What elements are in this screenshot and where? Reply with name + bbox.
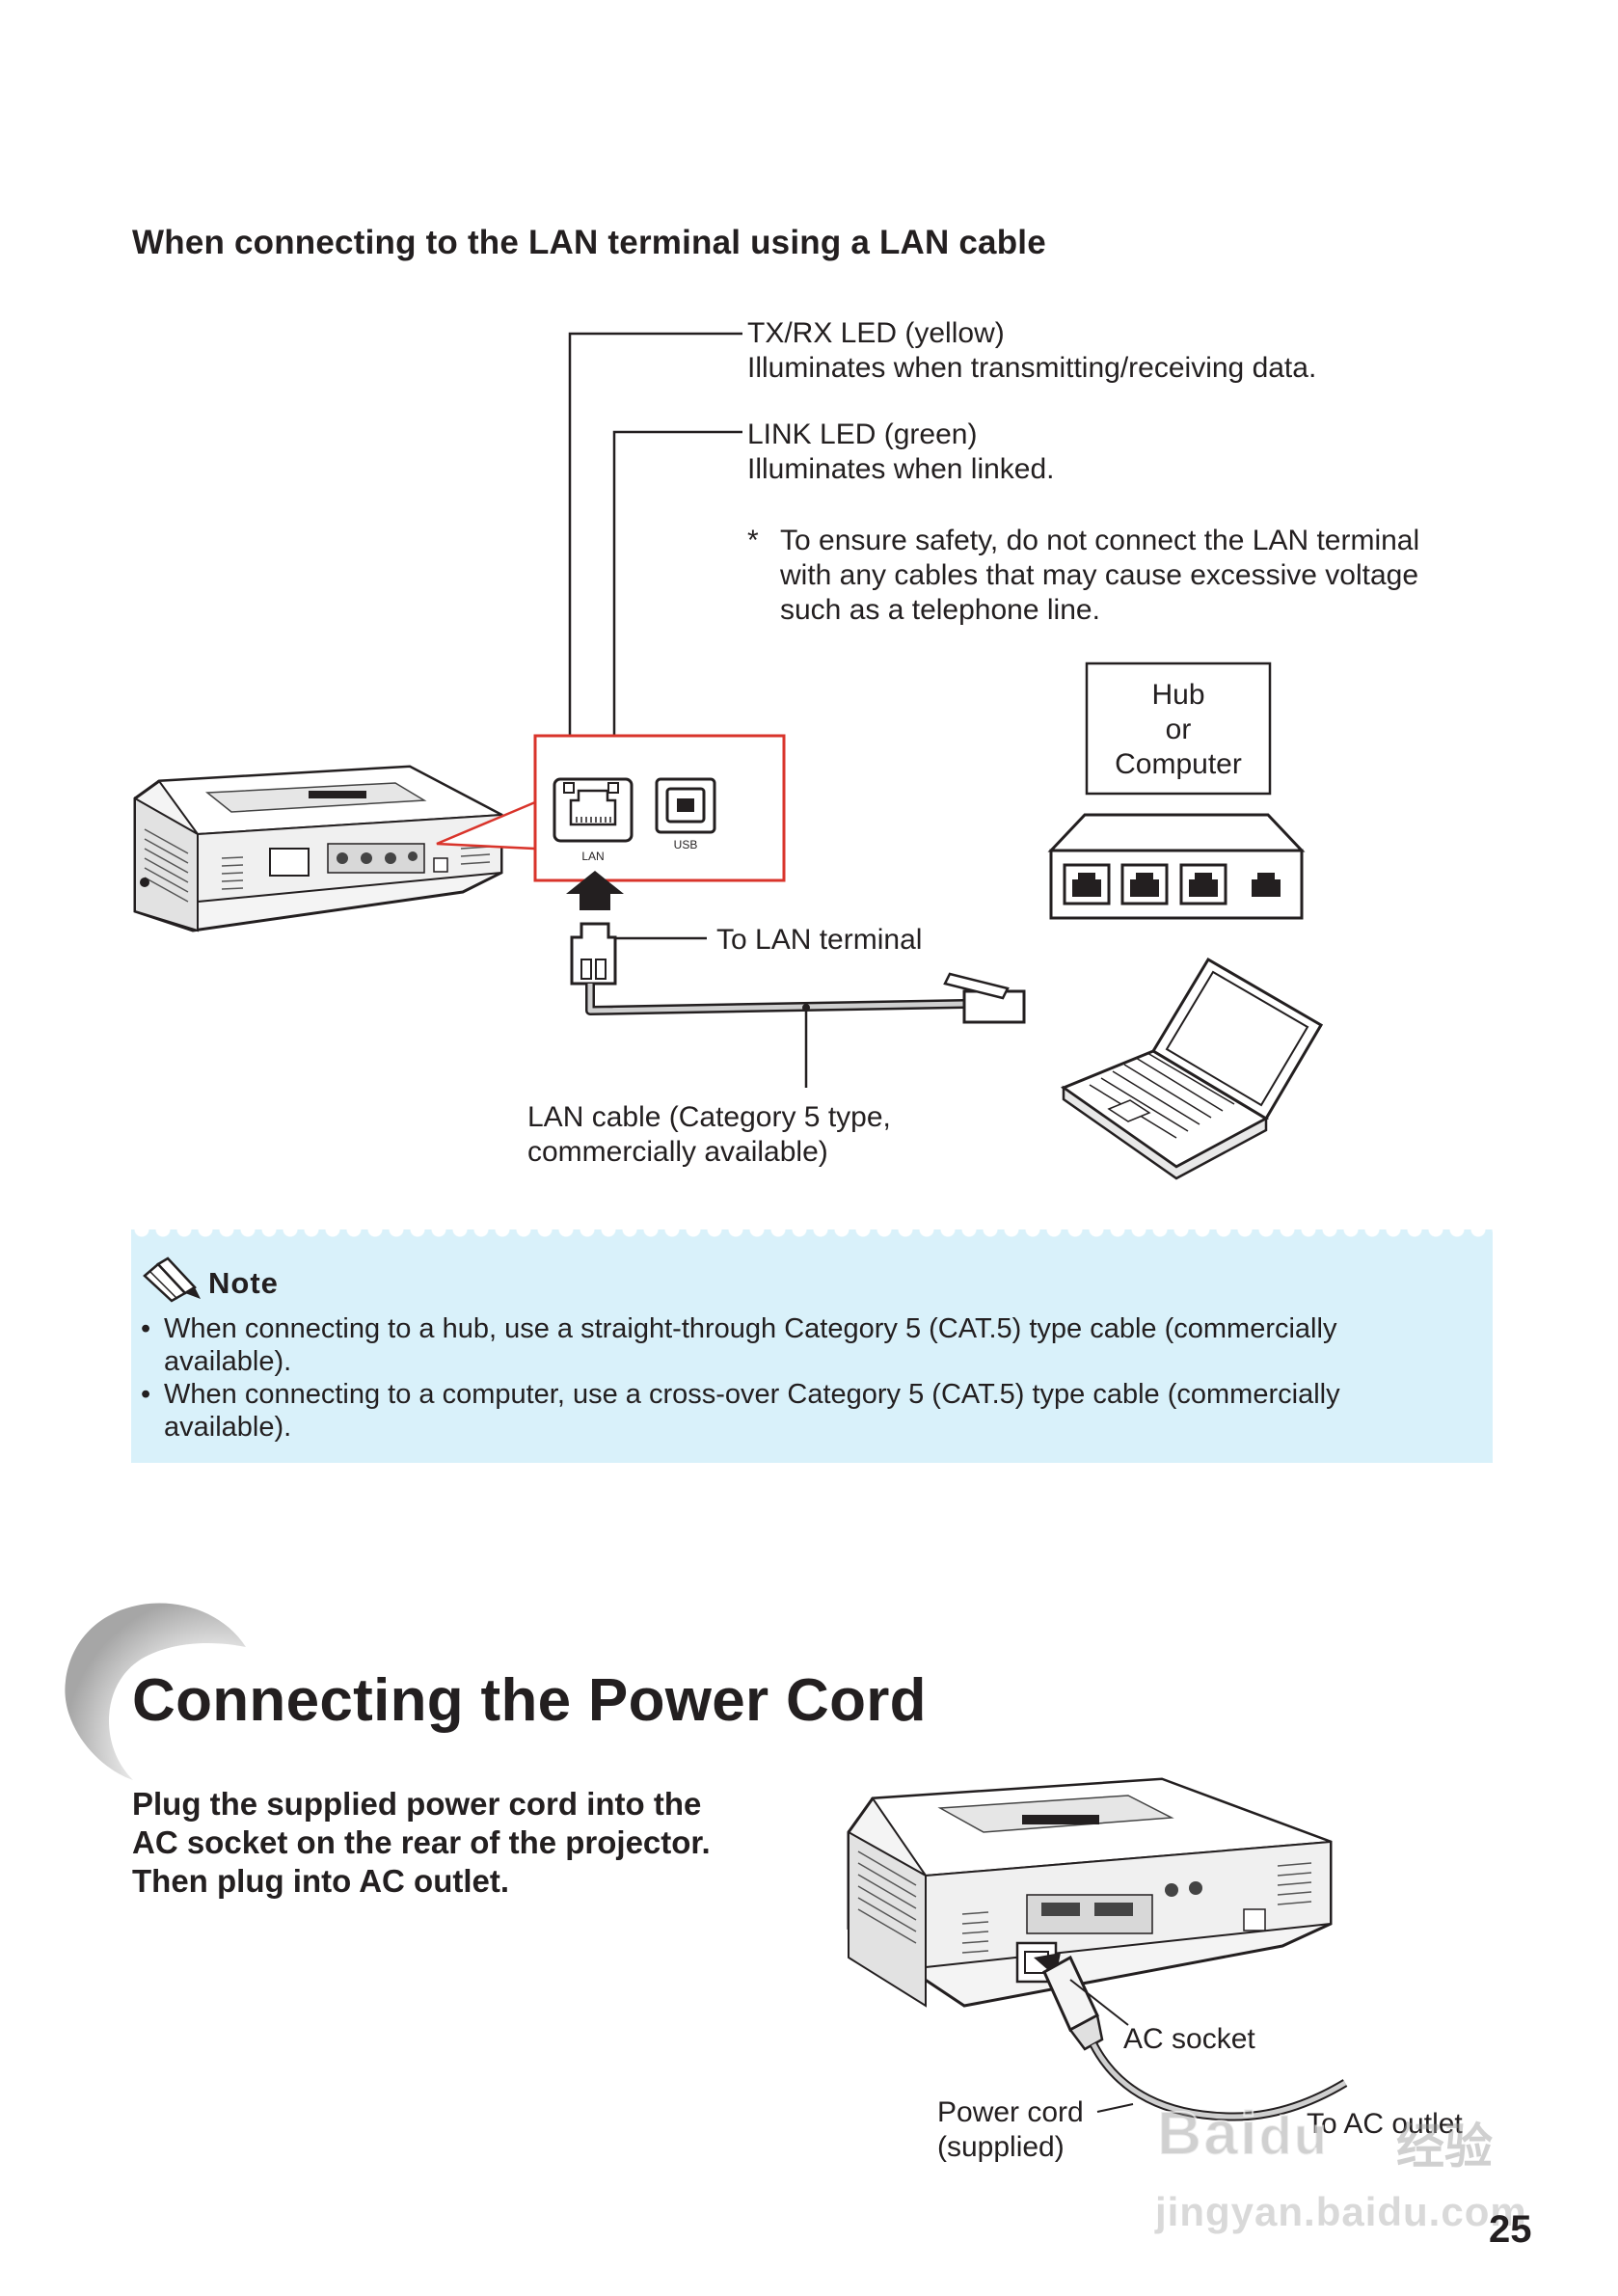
pencil-note-icon [143, 1256, 201, 1303]
hub-label: Hub [1151, 679, 1205, 711]
watermark-brand-b: du [1258, 2104, 1330, 2167]
ac-socket-label: AC socket [1123, 2023, 1255, 2055]
lan-port-drawing [553, 777, 634, 843]
safety-note-line: such as a telephone line. [780, 594, 1100, 626]
power-section-title: Connecting the Power Cord [132, 1667, 927, 1734]
watermark-brand-a: Bai [1156, 2097, 1259, 2169]
note-item: • When connecting to a computer, use a cr… [141, 1378, 1481, 1444]
lan-section-heading: When connecting to the LAN terminal usin… [132, 224, 1046, 261]
to-lan-terminal-label: To LAN terminal [716, 924, 923, 956]
note-item-text: available). [164, 1412, 292, 1443]
note-box: Note • When connecting to a hub, use a st… [131, 1229, 1493, 1463]
watermark-brand: Baidu [1156, 2097, 1330, 2169]
lan-cable-drawing [570, 922, 1026, 1088]
section-title-swoosh [65, 1603, 247, 1780]
lan-cable-label: commercially available) [527, 1136, 828, 1168]
usb-port-drawing [655, 777, 716, 834]
note-list: • When connecting to a hub, use a straigh… [141, 1312, 1481, 1444]
laptop-drawing [1060, 957, 1324, 1180]
power-cord-label: (supplied) [937, 2131, 1065, 2163]
power-intro-line: AC socket on the rear of the projector. [132, 1824, 711, 1860]
projector-rear-drawing [133, 765, 505, 932]
txrx-led-title: TX/RX LED (yellow) [747, 317, 1005, 349]
link-led-desc: Illuminates when linked. [747, 453, 1055, 485]
to-ac-outlet-label: To AC outlet [1307, 2108, 1463, 2140]
lan-cable-label: LAN cable (Category 5 type, [527, 1101, 891, 1133]
hub-drawing [1047, 813, 1306, 920]
link-led-title: LINK LED (green) [747, 419, 978, 450]
power-cord-label: Power cord [937, 2096, 1084, 2128]
page-number: 25 [1489, 2208, 1532, 2251]
hub-or-computer-box [1085, 662, 1272, 796]
bullet: • [141, 1379, 151, 1410]
projector-rear-drawing-power [847, 1777, 1333, 2008]
note-item: • When connecting to a hub, use a straigh… [141, 1312, 1481, 1378]
computer-label: Computer [1115, 748, 1242, 780]
note-item-text: When connecting to a hub, use a straight… [164, 1313, 1337, 1344]
power-cord-drawing [1042, 1955, 1348, 2121]
watermark-sub: 经验 [1396, 2120, 1493, 2174]
usb-port-label: USB [673, 838, 698, 851]
lan-port-label: LAN [581, 850, 605, 863]
note-item-text: available). [164, 1346, 292, 1377]
note-title: Note [208, 1266, 279, 1300]
link-leader-line [612, 430, 742, 791]
bullet: • [141, 1313, 151, 1344]
safety-mark: * [747, 525, 759, 556]
power-intro-line: Then plug into AC outlet. [132, 1863, 510, 1899]
note-scallop-edge [131, 1229, 1493, 1245]
txrx-leader-line [568, 332, 742, 791]
hub-or-label: or [1165, 714, 1192, 745]
txrx-led-desc: Illuminates when transmitting/receiving … [747, 352, 1317, 384]
watermark-url: jingyan.baidu.com [1155, 2189, 1527, 2234]
safety-note-line: To ensure safety, do not connect the LAN… [780, 525, 1420, 556]
insert-arrow [566, 871, 624, 910]
safety-note-line: with any cables that may cause excessive… [780, 559, 1419, 591]
power-intro-line: Plug the supplied power cord into the [132, 1786, 702, 1822]
note-item-text: When connecting to a computer, use a cro… [164, 1379, 1340, 1410]
